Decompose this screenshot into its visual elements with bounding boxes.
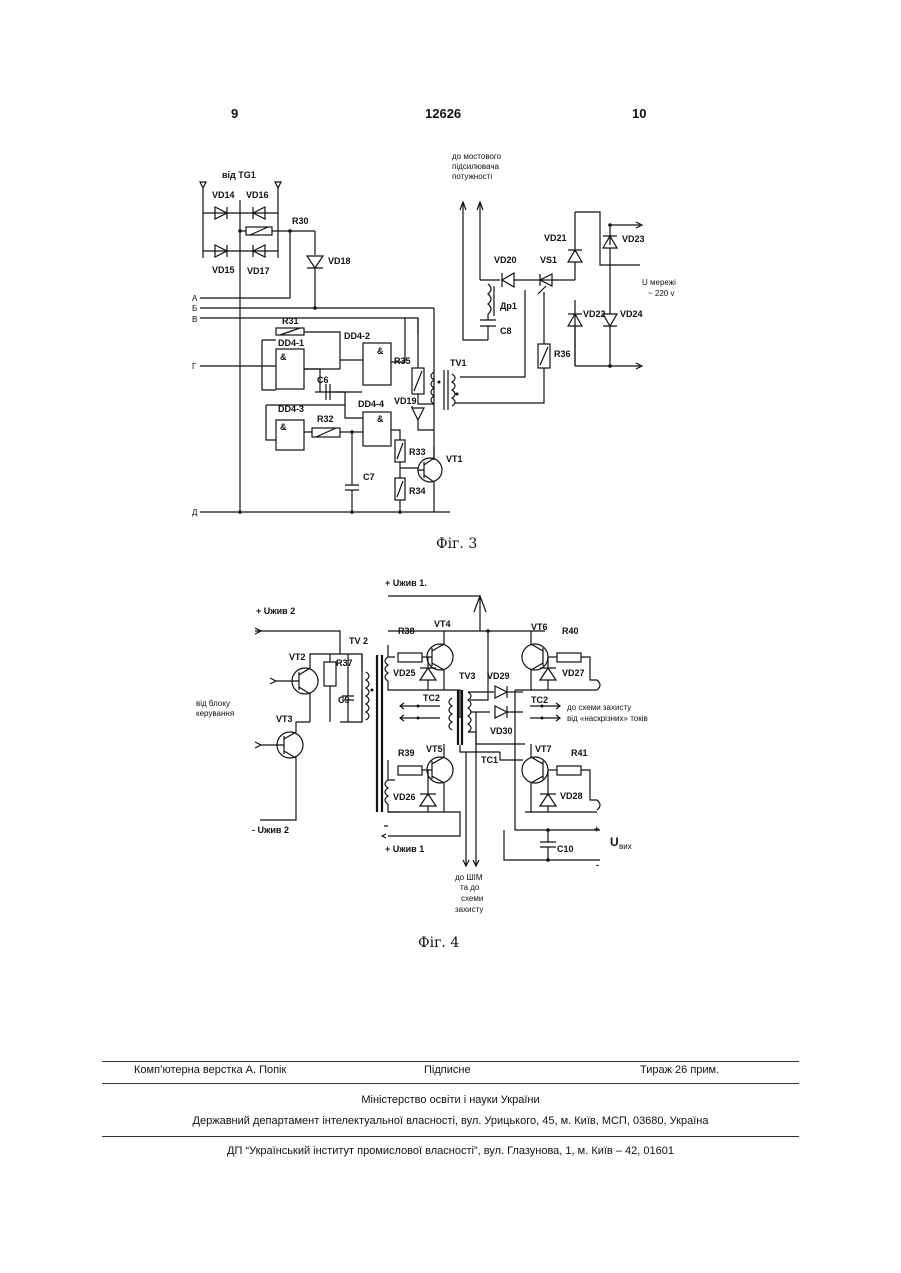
label-protect-1: до схеми захисту [567, 703, 631, 712]
label-plus: + [594, 824, 599, 834]
footer-rule-top [102, 1061, 799, 1062]
label-tc2-right: TC2 [531, 695, 548, 705]
label-r37: R37 [336, 658, 353, 668]
fig4-driver [255, 628, 382, 820]
fig4-switches-right [504, 631, 600, 862]
label-to-pwm-4: захисту [455, 905, 483, 914]
label-vd28: VD28 [560, 791, 583, 801]
label-r39: R39 [398, 748, 415, 758]
footer-department: Державний департамент інтелектуальної вл… [0, 1115, 901, 1127]
label-vt2: VT2 [289, 652, 306, 662]
label-c9: C9 [338, 695, 350, 705]
label-to-pwm-1: до ШІМ [455, 873, 483, 882]
figure-4-caption: Фіг. 4 [418, 935, 459, 951]
label-to-pwm-3: схеми [461, 894, 483, 903]
label-c10: C10 [557, 844, 574, 854]
label-usup1-bot: + Uжив 1 [385, 844, 424, 854]
label-vt5: VT5 [426, 744, 443, 754]
label-tv2: TV 2 [349, 636, 368, 646]
footer-rule-middle [102, 1083, 799, 1084]
label-vd25: VD25 [393, 668, 416, 678]
label-uout: U [610, 835, 619, 849]
label-from-ctrl-2: керування [196, 709, 234, 718]
label-from-ctrl-1: від блоку [196, 699, 230, 708]
label-tv3: TV3 [459, 671, 476, 681]
label-vd30: VD30 [490, 726, 513, 736]
label-minus: - [596, 860, 599, 870]
label-vd27: VD27 [562, 668, 585, 678]
label-r41: R41 [571, 748, 588, 758]
label-r38: R38 [398, 626, 415, 636]
footer-layout-credit: Комп’ютерна верстка А. Попік [134, 1064, 286, 1076]
footer-signed: Підписне [424, 1064, 471, 1076]
label-vd26: VD26 [393, 792, 416, 802]
label-protect-2: від «наскрізних» токів [567, 714, 648, 723]
footer-rule-bottom [102, 1136, 799, 1137]
label-usup2-top: + Uжив 2 [256, 606, 295, 616]
figure-4-schematic: + Uжив 1. + Uжив 2 TV 2 VT2 R37 C9 від б… [0, 0, 901, 960]
label-to-pwm-2: та до [460, 883, 480, 892]
label-vt7: VT7 [535, 744, 552, 754]
label-usup1-top: + Uжив 1. [385, 578, 427, 588]
footer-institute: ДП “Український інститут промислової вла… [0, 1145, 901, 1157]
footer-circulation: Тираж 26 прим. [640, 1064, 719, 1076]
label-usup2-bot: - Uжив 2 [252, 825, 289, 835]
label-tc2-left: TC2 [423, 693, 440, 703]
label-vt3: VT3 [276, 714, 293, 724]
label-vd29: VD29 [487, 671, 510, 681]
label-vt6: VT6 [531, 622, 548, 632]
label-r40: R40 [562, 626, 579, 636]
label-vt4: VT4 [434, 619, 451, 629]
label-tc1: TC1 [481, 755, 498, 765]
label-uout-sub: вих [619, 842, 632, 851]
footer-ministry: Міністерство освіти і науки України [0, 1094, 901, 1106]
